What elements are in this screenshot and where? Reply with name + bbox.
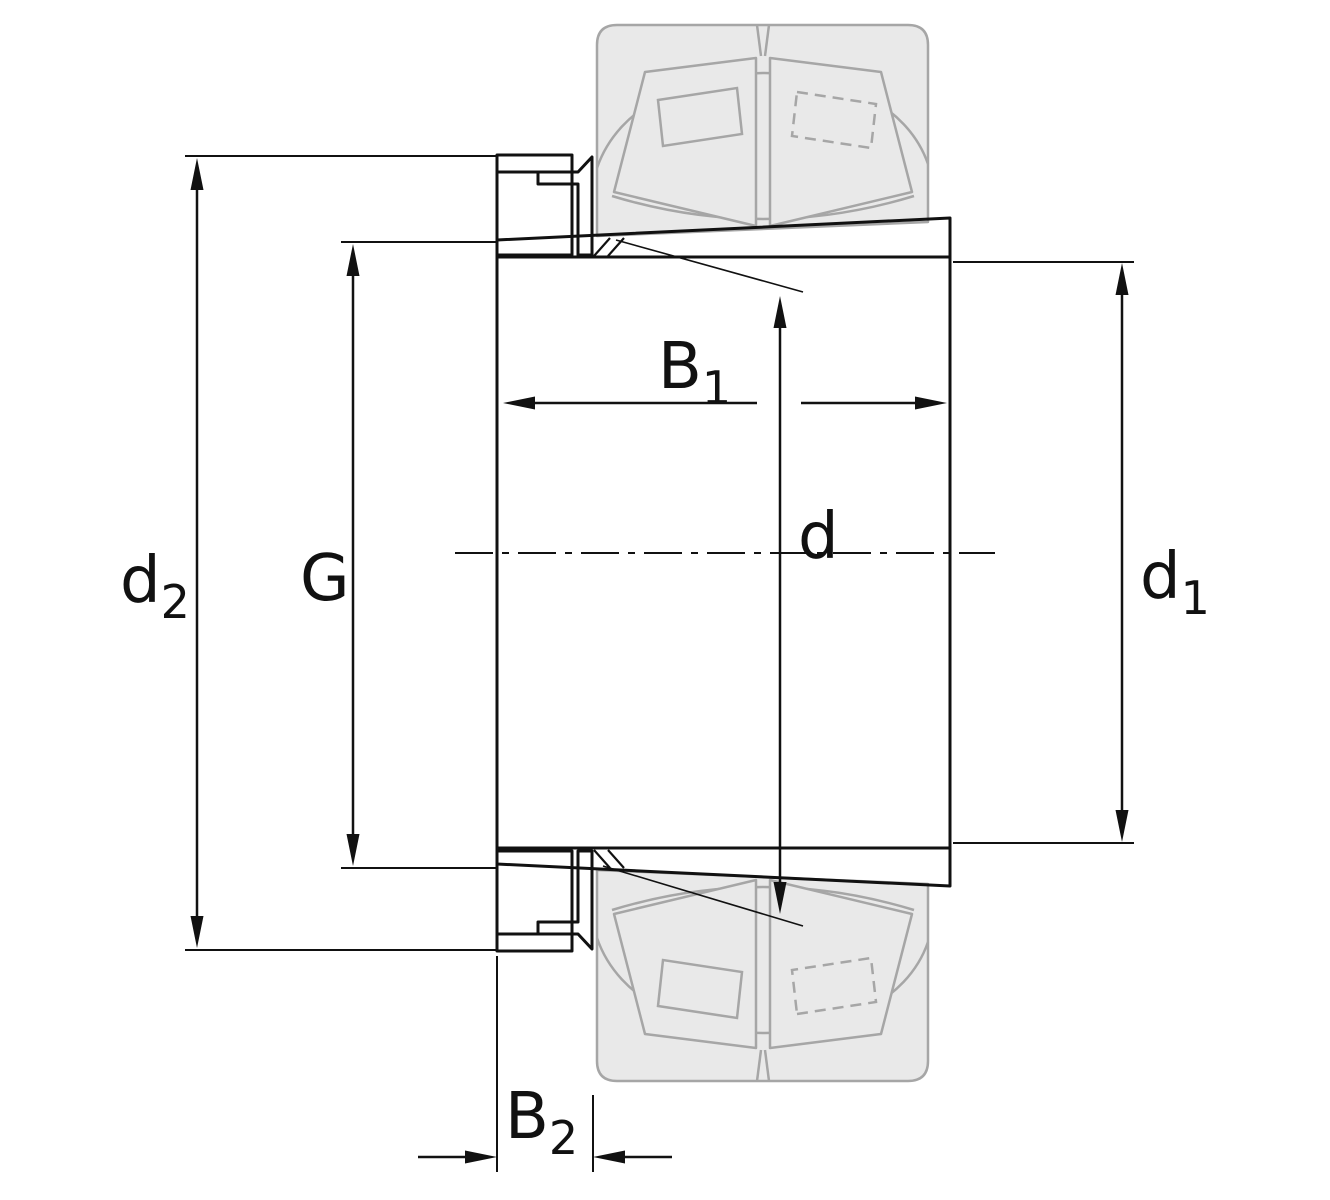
ghost-bearing-top <box>595 23 930 238</box>
ghost-inner-ring-arc <box>611 194 915 221</box>
ghost-roller-right <box>768 56 914 228</box>
ghost-raceway-arc <box>595 71 930 169</box>
arrowhead-up <box>1115 263 1129 295</box>
thread-tick <box>593 237 611 257</box>
dimension-d2: d2 <box>120 155 497 951</box>
arrowhead-up <box>346 244 360 276</box>
ghost-roller-right-hidden-face <box>790 956 878 1016</box>
thread-tick <box>593 849 611 869</box>
dimension-G: G <box>300 241 497 869</box>
lock-nut-bottom <box>495 849 574 953</box>
ghost-roller-left-face <box>656 958 744 1020</box>
dim-label-d: d <box>798 500 839 574</box>
arrowhead-right <box>465 1150 497 1164</box>
ghost-roller-left-face <box>656 86 744 148</box>
dimension-d1: d1 <box>953 261 1210 844</box>
dim-label-G: G <box>300 542 350 616</box>
dim-label-B1: B1 <box>658 330 731 415</box>
ghost-bearing-bottom <box>595 868 930 1083</box>
lock-washer-top <box>536 155 594 257</box>
arrowhead-down <box>773 882 787 914</box>
dimension-d: d <box>773 296 839 914</box>
ghost-ring-split-line <box>755 1049 763 1082</box>
dim-label-d1: d1 <box>1140 540 1210 625</box>
arrowhead-up <box>190 158 204 190</box>
arrowhead-down <box>346 834 360 866</box>
ghost-ring-split-line <box>763 24 771 57</box>
arrowhead-left <box>503 396 535 410</box>
ghost-raceway-arc <box>595 937 930 1035</box>
dimension-B1: B1 <box>503 330 947 415</box>
ghost-roller-right-hidden-face <box>790 90 878 150</box>
lock-nut-assembly-top <box>495 153 594 257</box>
thread-tick <box>607 849 625 869</box>
arrowhead-up <box>773 296 787 328</box>
ghost-ring-split-line <box>763 1049 771 1082</box>
lock-washer-bottom <box>536 849 594 951</box>
dimension-B2: B2 <box>418 956 672 1172</box>
dim-label-d2: d2 <box>120 544 190 629</box>
ghost-roller-right <box>768 878 914 1050</box>
taper-leader-line-bottom <box>602 865 804 927</box>
arrowhead-left <box>593 1150 625 1164</box>
ghost-inner-ring-arc <box>611 885 915 912</box>
arrowhead-down <box>1115 810 1129 842</box>
lock-nut-assembly-bottom <box>495 849 594 953</box>
dim-label-B2: B2 <box>505 1080 578 1165</box>
arrowhead-right <box>915 396 947 410</box>
ghost-ring-split-line <box>755 24 763 57</box>
lock-nut-top <box>495 153 574 257</box>
arrowhead-down <box>190 916 204 948</box>
taper-leader-line-top <box>615 239 804 293</box>
